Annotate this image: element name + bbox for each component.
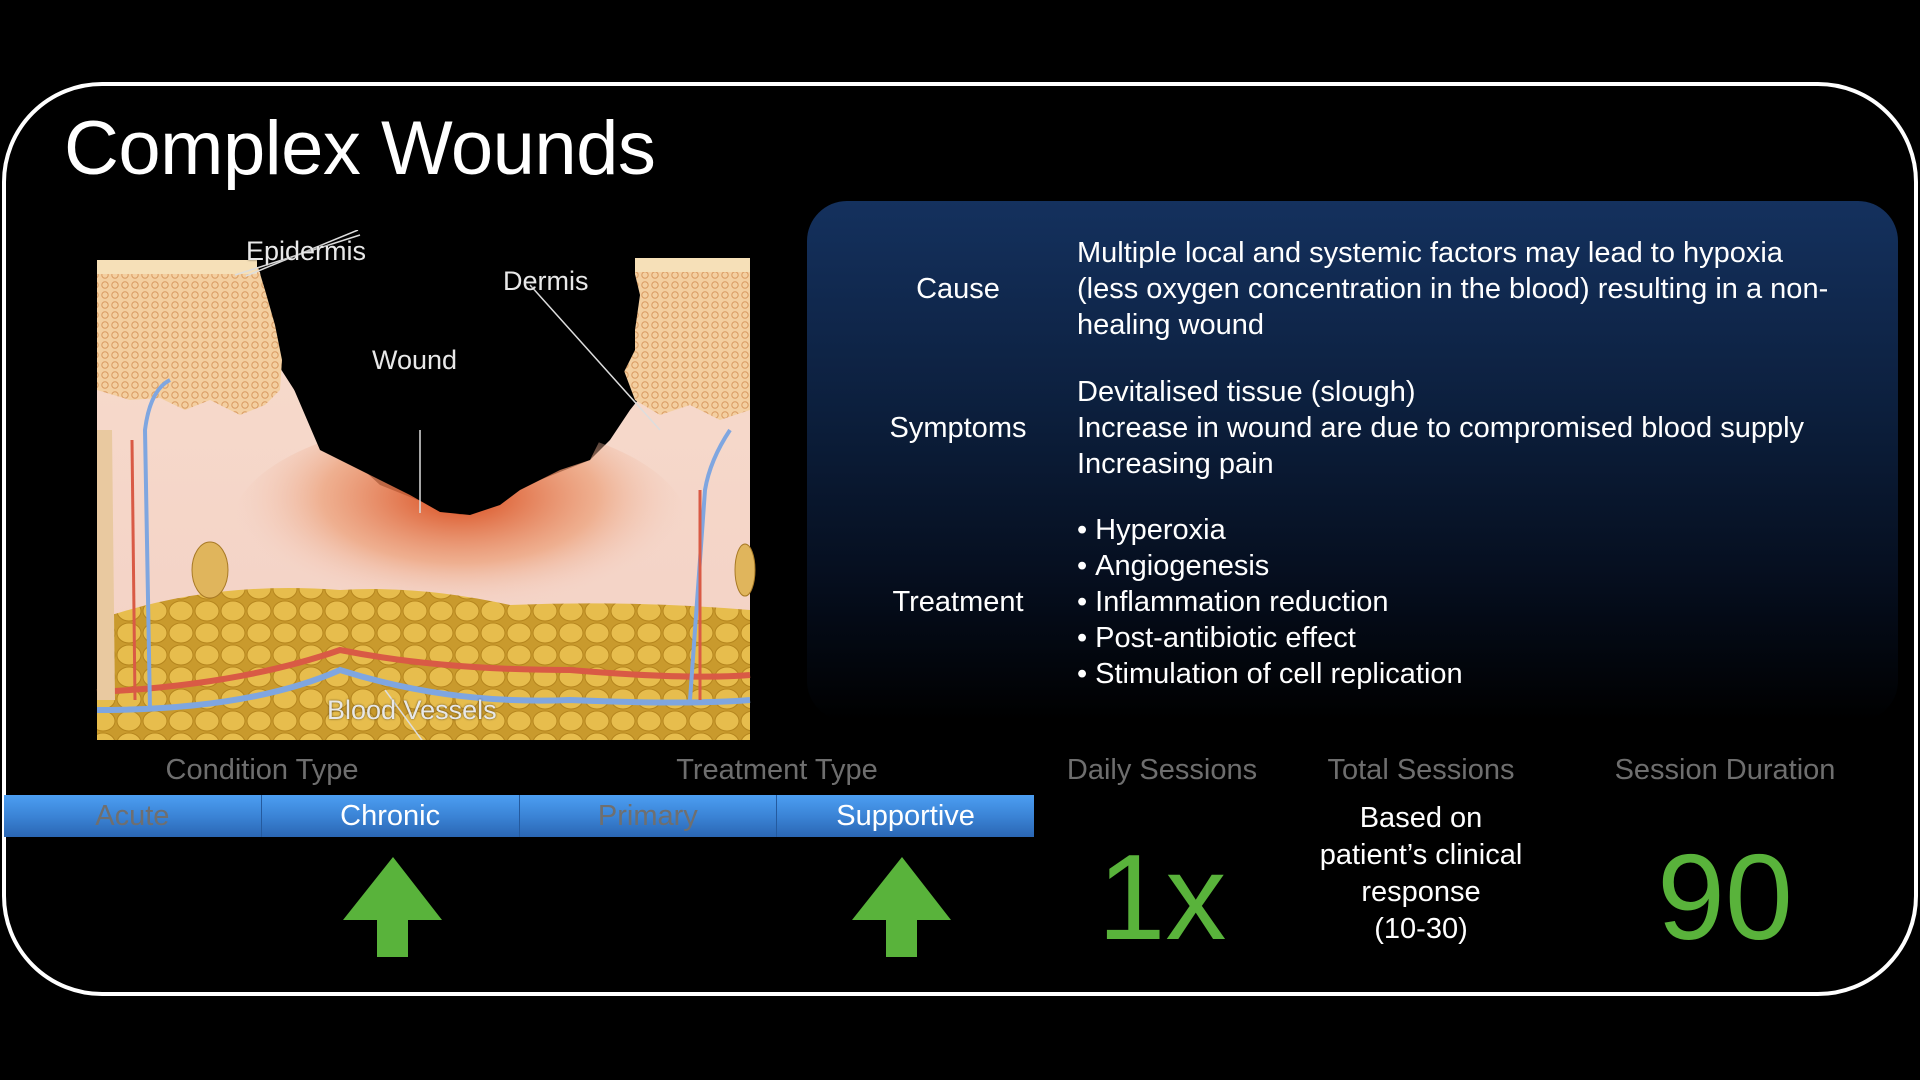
- treatment-item: Stimulation of cell replication: [1077, 656, 1878, 692]
- daily-sessions-header: Daily Sessions: [1066, 754, 1258, 786]
- treatment-label: Treatment: [892, 586, 1024, 618]
- arrow-up-icon: [852, 857, 952, 957]
- type-segmented-control: Acute Chronic Primary Supportive: [4, 795, 1034, 837]
- slide-frame: [2, 82, 1918, 996]
- cause-line: Multiple local and systemic factors may …: [1077, 237, 1783, 269]
- treatment-item: Post-antibiotic effect: [1077, 620, 1878, 656]
- treatment-item: Angiogenesis: [1077, 548, 1878, 584]
- segment-primary[interactable]: Primary: [520, 795, 778, 837]
- segment-acute[interactable]: Acute: [4, 795, 262, 837]
- symptom-line: Increasing pain: [1077, 448, 1274, 480]
- segment-supportive[interactable]: Supportive: [836, 800, 975, 832]
- dermis-label: Dermis: [503, 266, 589, 296]
- wound-label: Wound: [372, 345, 458, 375]
- total-sessions-line: Based on: [1359, 802, 1483, 834]
- info-panel: Cause Multiple local and systemic factor…: [807, 201, 1898, 721]
- epidermis-label: Epidermis: [246, 236, 367, 266]
- skin-cross-section-image: [96, 230, 756, 740]
- symptoms-label: Symptoms: [889, 412, 1027, 444]
- total-sessions-line: response: [1361, 876, 1481, 908]
- treatment-type-header: Treatment Type: [676, 754, 878, 786]
- symptom-line: Devitalised tissue (slough): [1077, 376, 1416, 408]
- blood-vessels-label: Blood Vessels: [327, 695, 497, 725]
- page-title: Complex Wounds: [64, 106, 656, 191]
- wound-illustration: [90, 230, 770, 740]
- treatment-list: Hyperoxia Angiogenesis Inflammation redu…: [1077, 512, 1878, 692]
- condition-type-header: Condition Type: [165, 754, 359, 786]
- cause-label: Cause: [916, 273, 1000, 305]
- cause-line: healing wound: [1077, 309, 1265, 341]
- total-sessions-line: (10-30): [1374, 913, 1468, 945]
- total-sessions-header: Total Sessions: [1327, 754, 1515, 786]
- total-sessions-line: patient’s clinical: [1319, 839, 1523, 871]
- segment-chronic[interactable]: Chronic: [262, 795, 520, 837]
- session-duration-value: 90: [1657, 829, 1793, 965]
- arrow-up-icon: [343, 857, 443, 957]
- session-duration-header: Session Duration: [1614, 754, 1836, 786]
- treatment-item: Hyperoxia: [1077, 512, 1878, 548]
- cause-line: (less oxygen concentration in the blood)…: [1077, 273, 1829, 305]
- treatment-item: Inflammation reduction: [1077, 584, 1878, 620]
- symptom-line: Increase in wound are due to compromised…: [1077, 412, 1805, 444]
- symptoms-text: Devitalised tissue (slough) Increase in …: [1077, 374, 1878, 482]
- cause-text: Multiple local and systemic factors may …: [1077, 235, 1878, 343]
- total-sessions-value: Based on patient’s clinical response (10…: [1301, 800, 1541, 948]
- daily-sessions-value: 1x: [1097, 829, 1227, 965]
